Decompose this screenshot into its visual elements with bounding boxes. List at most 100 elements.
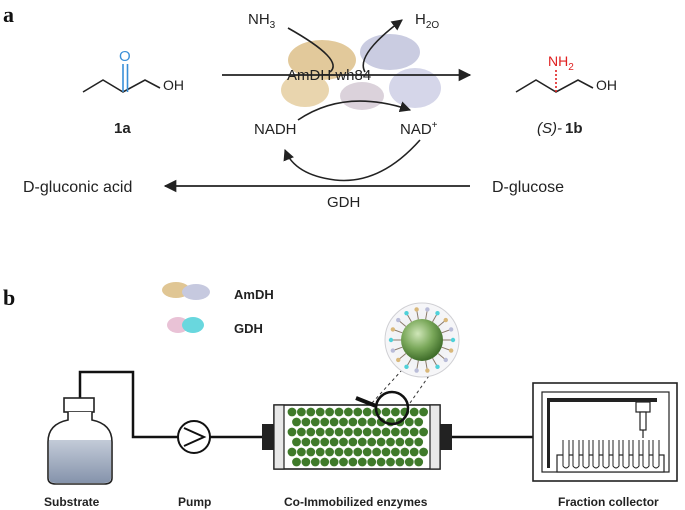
bead bbox=[391, 427, 400, 437]
nadh-oxidation-arc bbox=[297, 100, 412, 121]
panel-a-label: a bbox=[3, 2, 14, 27]
bead bbox=[404, 457, 414, 467]
pump-label: Pump bbox=[178, 495, 211, 509]
bead bbox=[334, 427, 344, 437]
bead bbox=[404, 417, 414, 427]
bead bbox=[310, 437, 320, 447]
bead bbox=[301, 457, 311, 467]
bead bbox=[315, 447, 325, 457]
packed-column bbox=[262, 404, 452, 470]
gdh-arrow-label: GDH bbox=[327, 194, 360, 211]
bead bbox=[362, 447, 372, 457]
bead bbox=[339, 437, 348, 447]
product-oh: OH bbox=[596, 77, 617, 93]
cofactor-regeneration-arc bbox=[283, 139, 421, 182]
bead bbox=[344, 407, 353, 417]
bead bbox=[320, 437, 330, 447]
bead bbox=[381, 407, 391, 417]
bead bbox=[419, 447, 428, 457]
bead bbox=[329, 437, 339, 447]
bead bbox=[367, 457, 377, 467]
legend-amdh-label: AmDH bbox=[234, 287, 274, 302]
bead bbox=[325, 447, 334, 457]
bead bbox=[414, 417, 424, 427]
bead bbox=[353, 407, 363, 417]
bead bbox=[287, 407, 297, 417]
bead bbox=[376, 457, 386, 467]
substrate-liquid bbox=[49, 440, 111, 483]
nad-label: NAD+ bbox=[400, 120, 438, 138]
bead bbox=[400, 447, 410, 457]
bead bbox=[409, 447, 419, 457]
bead bbox=[334, 407, 344, 417]
zoomed-bead bbox=[384, 302, 460, 378]
bead bbox=[320, 457, 330, 467]
enzyme-label: AmDH wh84 bbox=[287, 67, 371, 84]
bead bbox=[292, 437, 301, 447]
bead bbox=[297, 427, 306, 437]
bead bbox=[367, 437, 377, 447]
substrate-label: Substrate bbox=[44, 495, 100, 509]
bead bbox=[357, 417, 367, 427]
bead bbox=[301, 437, 311, 447]
bead bbox=[339, 457, 348, 467]
bead bbox=[315, 407, 325, 417]
bead bbox=[329, 417, 339, 427]
bead bbox=[287, 427, 297, 437]
gluconic-acid-label: D-gluconic acid bbox=[23, 179, 132, 196]
bead bbox=[292, 417, 301, 427]
bead bbox=[353, 427, 363, 437]
fraction-collector bbox=[532, 382, 678, 482]
h2o-label: H2O bbox=[415, 11, 439, 31]
nadh-label: NADH bbox=[254, 121, 297, 138]
collection-tubes bbox=[562, 440, 660, 469]
h2o-release-arc bbox=[362, 19, 403, 73]
legend-gdh-label: GDH bbox=[234, 321, 263, 336]
bead bbox=[329, 457, 339, 467]
product-label-num: 1b bbox=[565, 120, 583, 137]
bead bbox=[391, 407, 400, 417]
bead bbox=[404, 437, 414, 447]
bead bbox=[386, 437, 395, 447]
bead bbox=[414, 437, 424, 447]
collection-tube bbox=[652, 440, 660, 469]
glucose-label: D-glucose bbox=[492, 179, 564, 196]
collection-tube bbox=[572, 440, 580, 469]
bead bbox=[310, 417, 320, 427]
legend-amdh-icon bbox=[162, 282, 210, 300]
bead bbox=[419, 427, 428, 437]
bead bbox=[391, 447, 400, 457]
collection-tube bbox=[582, 440, 590, 469]
pump-icon bbox=[177, 420, 211, 454]
bead bbox=[310, 457, 320, 467]
panel-b-label: b bbox=[3, 285, 15, 310]
bead bbox=[419, 407, 428, 417]
collector-label: Fraction collector bbox=[558, 495, 659, 509]
bead bbox=[301, 417, 311, 427]
collection-tube bbox=[592, 440, 600, 469]
bead bbox=[292, 457, 301, 467]
bead bbox=[297, 447, 306, 457]
bead bbox=[306, 447, 316, 457]
reactant-oh: OH bbox=[163, 77, 184, 93]
bead bbox=[362, 427, 372, 437]
bead bbox=[339, 417, 348, 427]
bead bbox=[362, 407, 372, 417]
legend-gdh-icon bbox=[167, 317, 204, 333]
collection-tube bbox=[622, 440, 630, 469]
bead bbox=[386, 457, 395, 467]
bead bbox=[414, 457, 424, 467]
bead bbox=[315, 427, 325, 437]
product-label-prefix: (S)- bbox=[537, 120, 562, 137]
bead bbox=[348, 437, 358, 447]
bead bbox=[395, 457, 405, 467]
bead bbox=[320, 417, 330, 427]
bead bbox=[372, 427, 381, 437]
reactant-label: 1a bbox=[114, 120, 131, 137]
column-label: Co-Immobilized enzymes bbox=[284, 495, 428, 509]
bead bbox=[400, 427, 410, 437]
zoom-guide-left bbox=[371, 369, 403, 404]
bead bbox=[372, 447, 381, 457]
bead bbox=[409, 407, 419, 417]
product-nh2: NH2 bbox=[548, 53, 574, 73]
